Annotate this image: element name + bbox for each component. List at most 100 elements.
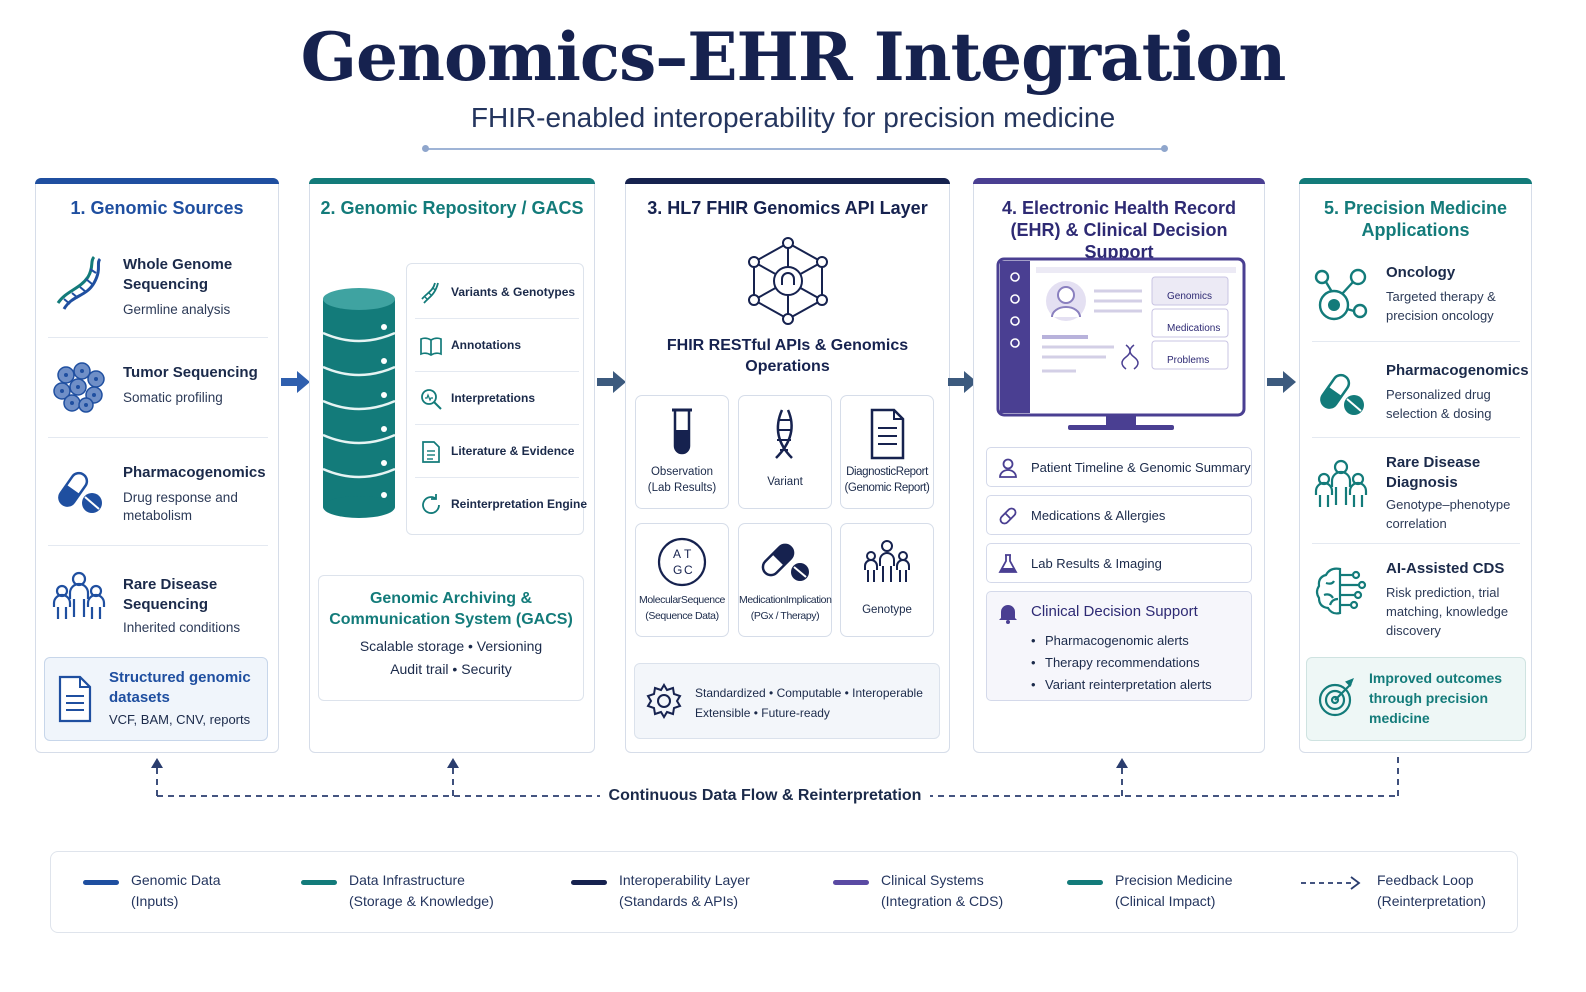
cds-alert-item: Variant reinterpretation alerts bbox=[1031, 674, 1212, 696]
database-icon bbox=[322, 288, 396, 518]
application-sub: Targeted therapy & precision oncology bbox=[1386, 289, 1496, 323]
application-sub: Personalized drug selection & dosing bbox=[1386, 387, 1492, 421]
flask-icon bbox=[998, 554, 1018, 573]
panel-precision-medicine: 5. Precision Medicine Applications Oncol… bbox=[1299, 178, 1532, 753]
dna-icon bbox=[421, 282, 439, 304]
divider bbox=[1312, 437, 1520, 438]
fhir-resource-molecularsequence: A T G C MolecularSequence(Sequence Data) bbox=[635, 523, 729, 637]
legend-sublabel: (Inputs) bbox=[131, 893, 179, 909]
flow-arrow bbox=[597, 371, 626, 393]
gear-icon bbox=[646, 683, 682, 719]
panel-accent-bar bbox=[973, 178, 1265, 184]
source-label: Rare Disease Sequencing bbox=[123, 576, 218, 613]
repo-item-interpretations: Interpretations bbox=[415, 372, 579, 425]
repo-item-label: Annotations bbox=[451, 338, 521, 352]
source-label: Whole Genome Sequencing bbox=[123, 256, 233, 293]
outcome-label: Improved outcomes through precision medi… bbox=[1369, 670, 1503, 726]
bell-icon bbox=[999, 605, 1017, 624]
ehr-row-timeline: Patient Timeline & Genomic Summary bbox=[986, 447, 1252, 487]
legend-sublabel: (Integration & CDS) bbox=[881, 893, 1004, 909]
panel-fhir-api: 3. HL7 FHIR Genomics API Layer FHIR REST… bbox=[625, 178, 950, 753]
panel-title: 4. Electronic Health Record (EHR) & Clin… bbox=[1001, 198, 1237, 262]
repo-item-reinterpretation: Reinterpretation Engine bbox=[415, 478, 587, 531]
target-icon bbox=[1318, 678, 1354, 717]
title-divider bbox=[422, 145, 1168, 152]
repo-item-label: Reinterpretation Engine bbox=[451, 497, 588, 511]
standards-line1: Standardized • Computable • Interoperabl… bbox=[695, 686, 923, 700]
resource-label: Observation(Lab Results) bbox=[647, 466, 717, 494]
molecule-icon bbox=[1314, 268, 1368, 321]
standards-card: Standardized • Computable • Interoperabl… bbox=[634, 663, 940, 739]
legend-label: Data Infrastructure bbox=[349, 872, 465, 888]
source-sub: Somatic profiling bbox=[123, 390, 223, 405]
page-title: Genomics–EHR Integration bbox=[300, 18, 1287, 96]
atgc-icon: A T G C bbox=[657, 537, 707, 587]
panel-accent-bar bbox=[625, 178, 950, 184]
fhir-resource-observation: Observation(Lab Results) bbox=[635, 395, 729, 509]
panel-title: 3. HL7 FHIR Genomics API Layer bbox=[647, 198, 928, 218]
fhir-resource-diagnosticreport: DiagnosticReport(Genomic Report) bbox=[840, 395, 934, 509]
panel-genomic-sources: 1. Genomic Sources Whole Genome Sequenci… bbox=[35, 178, 279, 753]
divider bbox=[1312, 543, 1520, 544]
pill-icon bbox=[1320, 373, 1364, 415]
gacs-line2: Audit trail • Security bbox=[390, 661, 512, 677]
feedback-loop-label: Continuous Data Flow & Reinterpretation bbox=[600, 787, 930, 805]
panel-title: 2. Genomic Repository / GACS bbox=[320, 198, 584, 218]
structured-label: Structured genomic datasets bbox=[109, 669, 251, 706]
legend-sublabel: (Clinical Impact) bbox=[1115, 893, 1216, 909]
resource-label: MolecularSequence(Sequence Data) bbox=[638, 594, 725, 622]
document-icon bbox=[422, 441, 440, 463]
fhir-resource-genotype: Genotype bbox=[840, 523, 934, 637]
panel-title: 1. Genomic Sources bbox=[70, 198, 244, 218]
legend-swatch bbox=[833, 880, 869, 885]
legend-label: Clinical Systems bbox=[881, 872, 984, 888]
resource-label: MedicationImplication(PGx / Therapy) bbox=[739, 594, 832, 622]
panel-title: 5. Precision Medicine Applications bbox=[1323, 198, 1508, 240]
panel-accent-bar bbox=[309, 178, 595, 184]
book-icon bbox=[420, 337, 442, 356]
resource-label: Genotype bbox=[862, 604, 912, 616]
cds-card: Clinical Decision Support Pharmacogenomi… bbox=[986, 591, 1252, 701]
ehr-row-medications: Medications & Allergies bbox=[986, 495, 1252, 535]
legend-label: Precision Medicine bbox=[1115, 872, 1233, 888]
capsule-icon bbox=[999, 507, 1017, 525]
application-sub: Risk prediction, trial matching, knowled… bbox=[1386, 585, 1509, 638]
repo-item-label: Interpretations bbox=[451, 391, 536, 405]
flow-arrow bbox=[948, 371, 977, 393]
divider bbox=[1312, 341, 1520, 342]
pill-icon bbox=[58, 471, 102, 513]
cells-icon bbox=[53, 362, 105, 413]
flow-arrow bbox=[281, 371, 310, 393]
repo-item-annotations: Annotations bbox=[415, 319, 579, 372]
divider bbox=[48, 545, 268, 546]
family-icon bbox=[1314, 459, 1368, 507]
legend-swatch bbox=[1067, 880, 1103, 885]
ehr-row-label: Patient Timeline & Genomic Summary bbox=[1031, 460, 1251, 475]
source-label: Pharmacogenomics bbox=[123, 464, 266, 481]
legend-label: Interoperability Layer bbox=[619, 872, 750, 888]
divider bbox=[48, 337, 268, 338]
repo-item-literature: Literature & Evidence bbox=[415, 425, 579, 478]
panel-ehr-cds: 4. Electronic Health Record (EHR) & Clin… bbox=[973, 178, 1265, 753]
legend: Genomic Data (Inputs) Data Infrastructur… bbox=[50, 851, 1518, 933]
legend-label: Genomic Data bbox=[131, 872, 221, 888]
cds-title: Clinical Decision Support bbox=[1031, 603, 1198, 620]
svg-text:A: A bbox=[673, 547, 681, 561]
resource-label: Variant bbox=[767, 476, 803, 488]
svg-text:C: C bbox=[684, 563, 693, 577]
legend-label: Feedback Loop bbox=[1377, 872, 1474, 888]
legend-swatch bbox=[83, 880, 119, 885]
legend-sublabel: (Reinterpretation) bbox=[1377, 893, 1486, 909]
fhir-apis-label: FHIR RESTful APIs & Genomics Operations bbox=[666, 337, 909, 375]
cds-alert-item: Therapy recommendations bbox=[1031, 652, 1212, 674]
application-label: Pharmacogenomics bbox=[1386, 362, 1529, 379]
report-icon bbox=[870, 408, 905, 460]
ehr-row-label: Medications & Allergies bbox=[1031, 508, 1166, 523]
flow-arrow bbox=[1267, 371, 1296, 393]
svg-text:G: G bbox=[673, 563, 682, 577]
source-sub: Drug response and metabolism bbox=[123, 490, 238, 523]
source-sub: Inherited conditions bbox=[123, 620, 241, 635]
family-icon bbox=[864, 540, 910, 582]
legend-sublabel: (Standards & APIs) bbox=[619, 893, 739, 909]
resource-label: DiagnosticReport(Genomic Report) bbox=[844, 466, 930, 494]
